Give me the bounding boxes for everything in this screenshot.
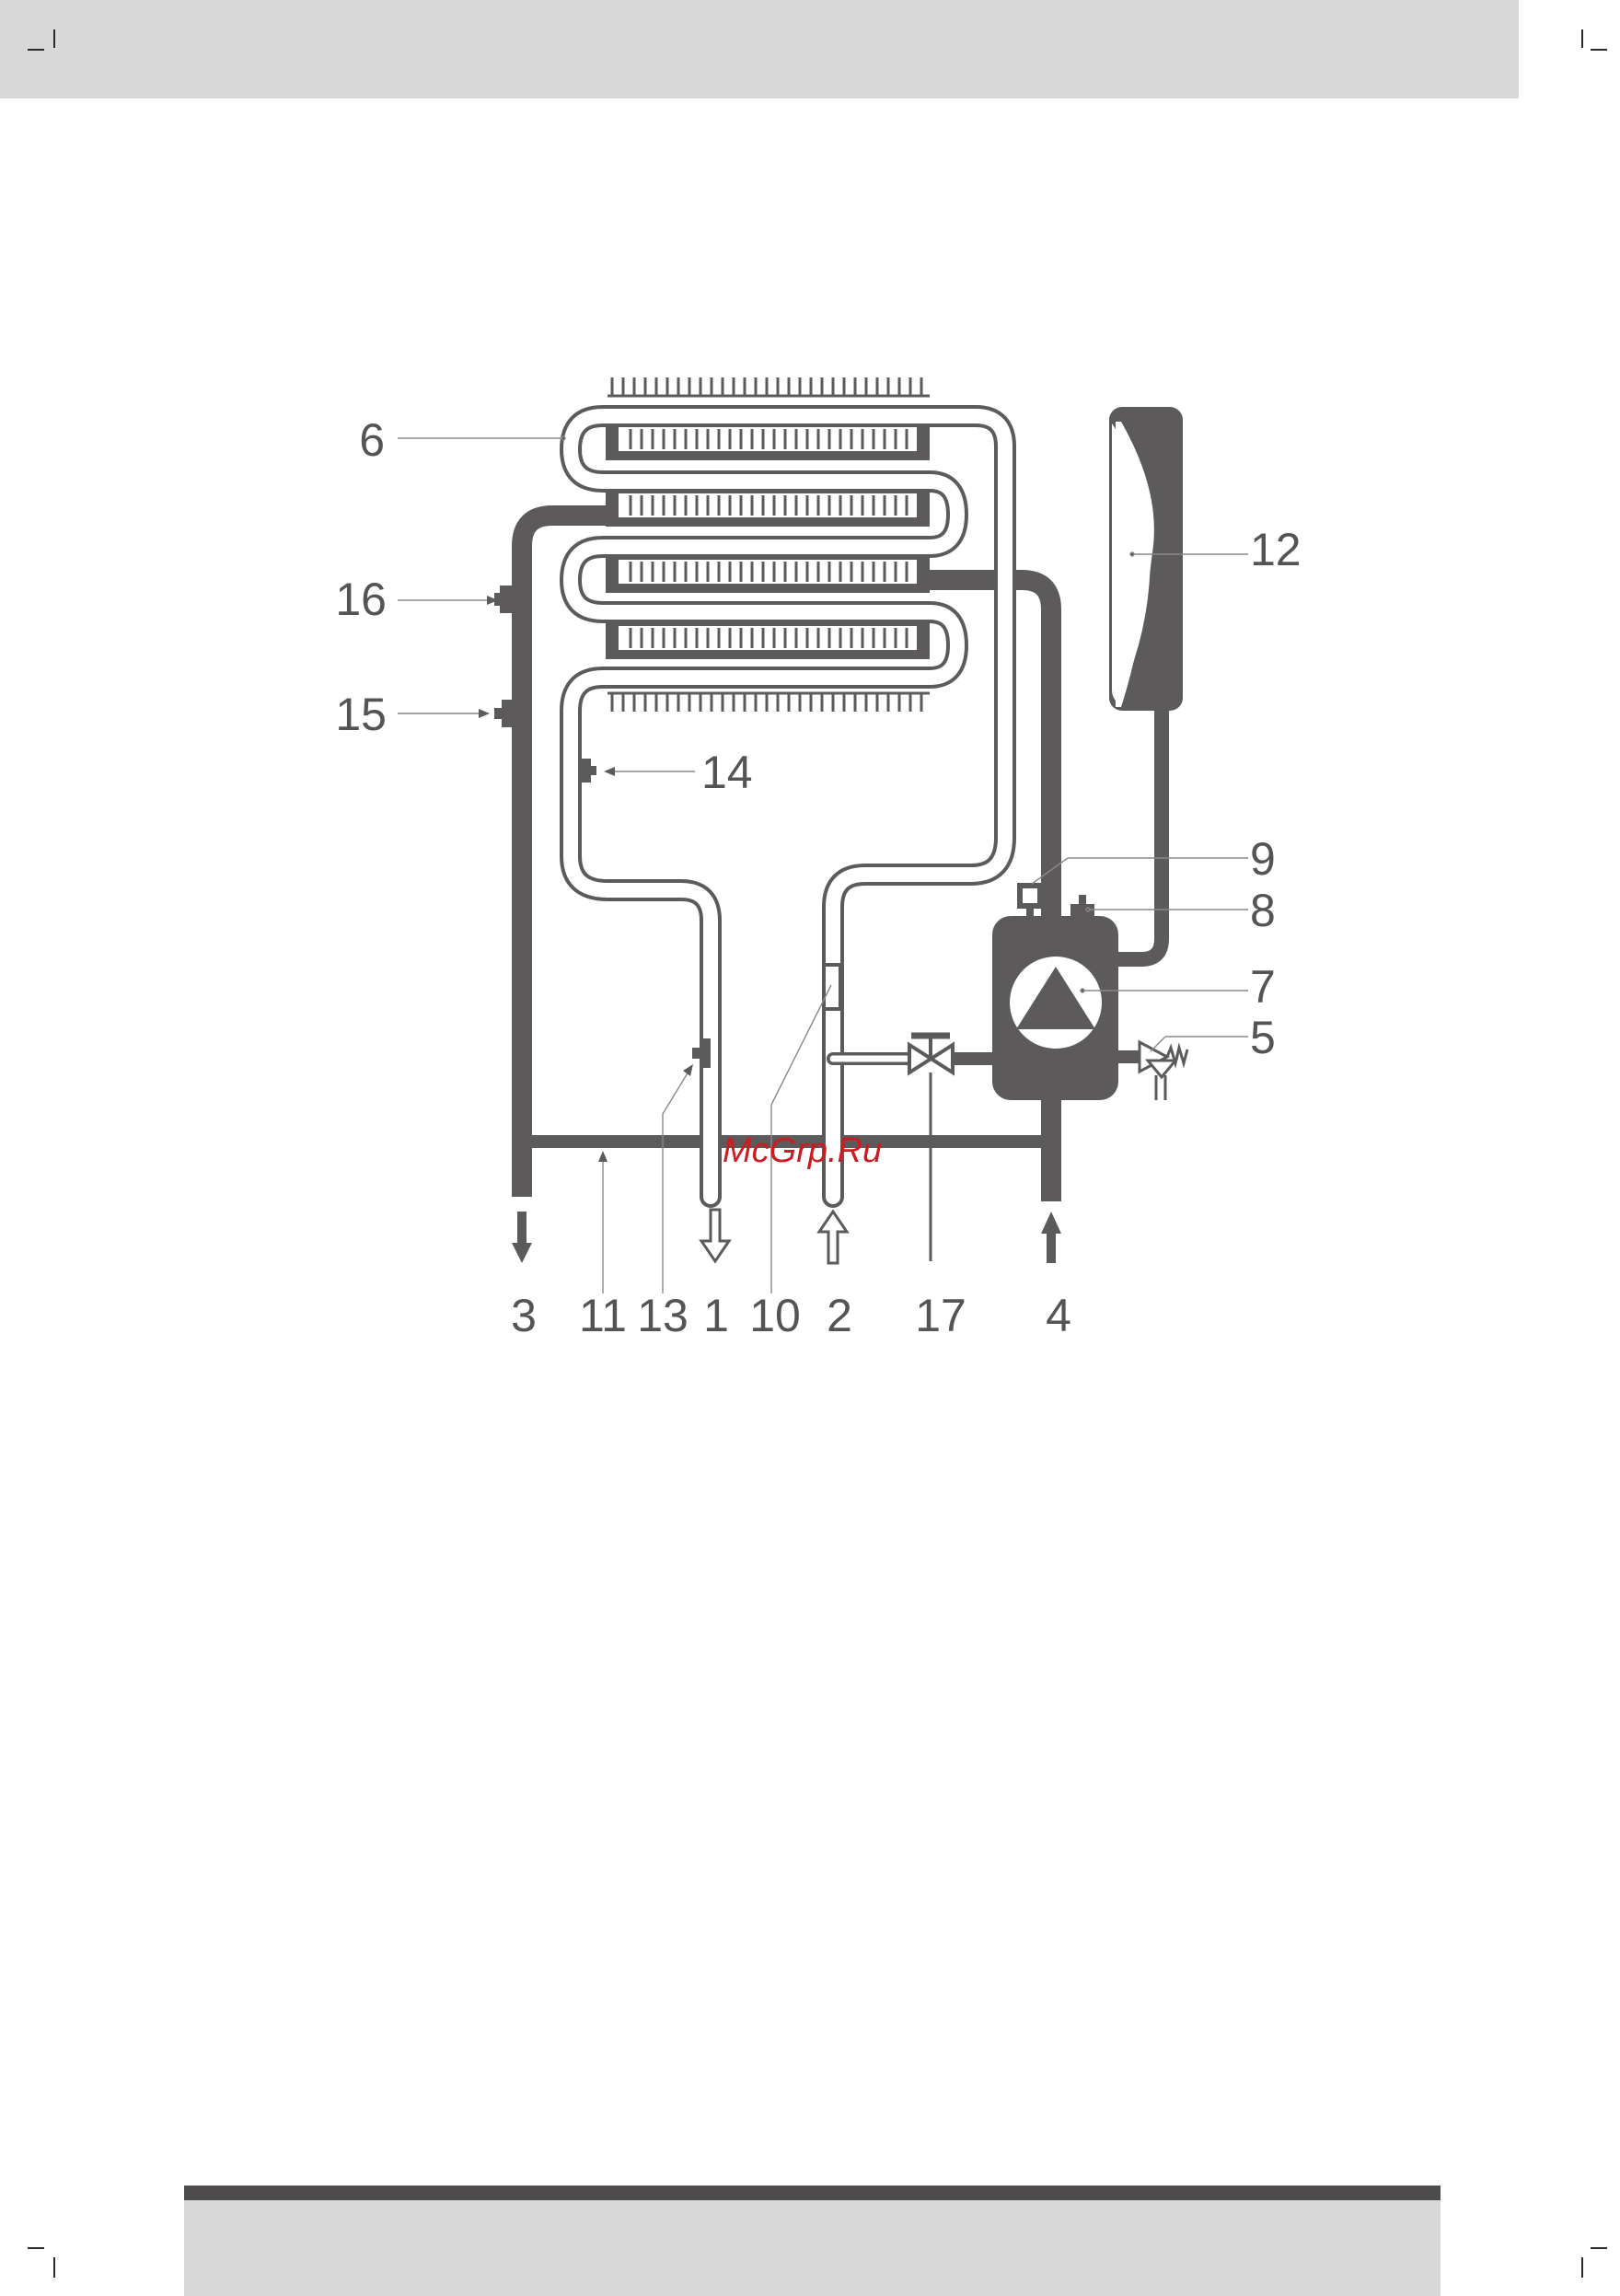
callout-2: 2 xyxy=(827,1290,852,1341)
callout-6: 6 xyxy=(359,414,385,466)
arrow-down-outline-icon xyxy=(701,1210,729,1261)
callout-14: 14 xyxy=(701,747,753,798)
callout-7: 7 xyxy=(1250,961,1276,1013)
callout-16: 16 xyxy=(335,574,387,625)
callout-17: 17 xyxy=(915,1290,966,1341)
heat-exchanger-bottom-fins xyxy=(608,693,930,712)
callout-1: 1 xyxy=(703,1290,729,1341)
callout-4: 4 xyxy=(1046,1290,1071,1341)
pressure-sensor-9 xyxy=(1020,886,1040,906)
callout-3: 3 xyxy=(511,1290,537,1341)
expansion-vessel-icon xyxy=(1109,407,1183,711)
callout-10: 10 xyxy=(749,1290,801,1341)
flow-sensor-icon xyxy=(824,965,840,1009)
pump-block xyxy=(992,886,1118,1100)
dhw-coil xyxy=(571,416,1005,1197)
footer-band xyxy=(184,2200,1441,2296)
arrow-up-outline-icon xyxy=(819,1212,847,1263)
callout-5: 5 xyxy=(1250,1012,1276,1063)
callout-9: 9 xyxy=(1250,833,1276,885)
arrow-up-icon xyxy=(1041,1212,1061,1263)
watermark: McGrp.Ru xyxy=(723,1131,882,1170)
callout-15: 15 xyxy=(335,689,387,740)
valve-icon xyxy=(909,1036,953,1261)
callout-13: 13 xyxy=(637,1290,688,1341)
air-vent-8 xyxy=(1070,904,1094,917)
footer-stripe xyxy=(184,2186,1441,2200)
callout-12: 12 xyxy=(1250,524,1302,575)
callout-11: 11 xyxy=(579,1290,627,1341)
callout-8: 8 xyxy=(1250,885,1276,936)
expansion-vessel-pipe xyxy=(1116,709,1162,959)
arrow-down-icon xyxy=(512,1212,532,1263)
safety-valve-icon xyxy=(1140,1042,1187,1100)
heat-exchanger-top-fins xyxy=(608,377,930,396)
flow-arrows xyxy=(512,1210,1061,1263)
